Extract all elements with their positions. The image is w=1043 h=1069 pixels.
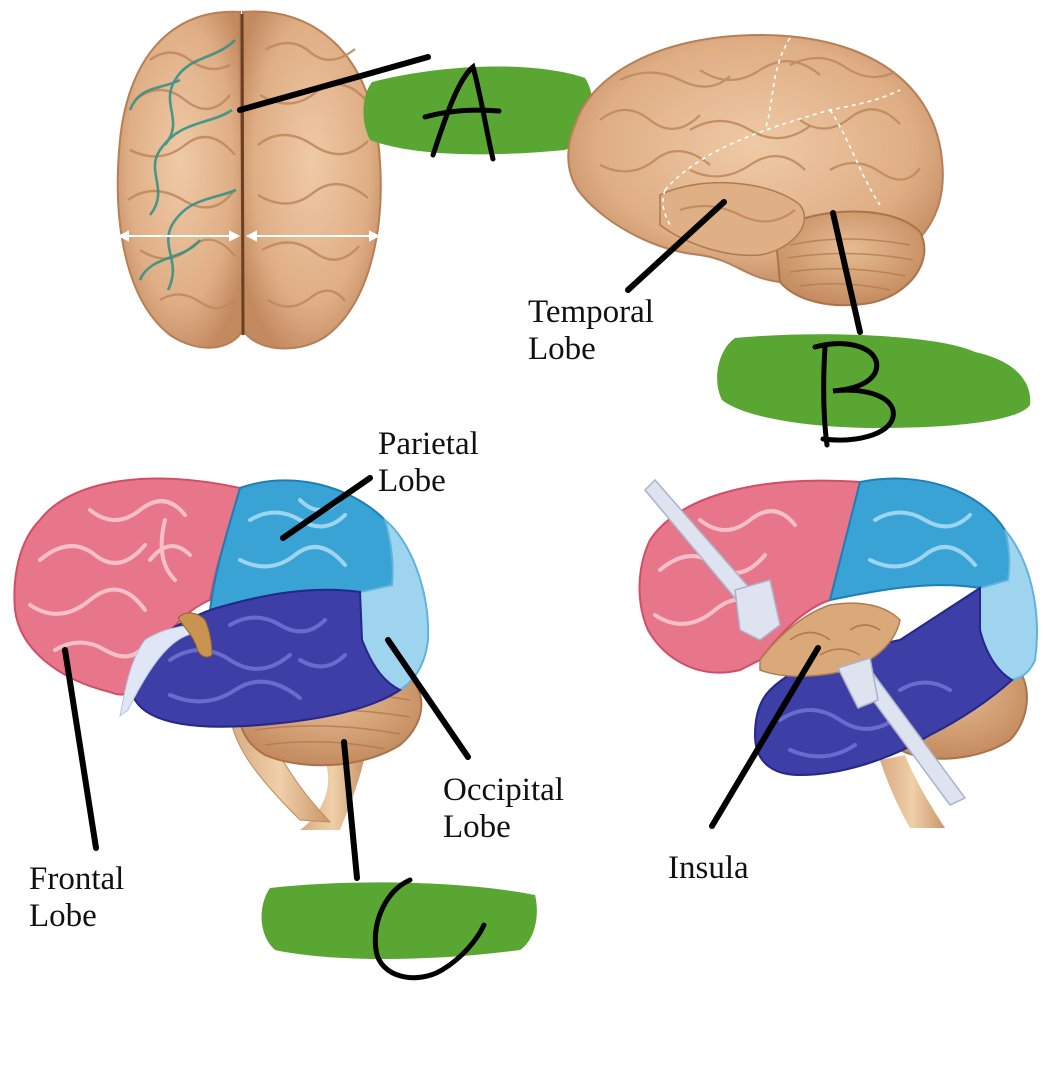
label-occipital-lobe: Occipital Lobe xyxy=(443,772,564,846)
label-parietal-line1: Parietal xyxy=(378,426,479,462)
label-insula: Insula xyxy=(668,850,749,886)
label-occipital-line2: Lobe xyxy=(443,809,511,845)
label-parietal-lobe: Parietal Lobe xyxy=(378,426,479,500)
lobes-diagram-right xyxy=(638,477,1038,828)
label-temporal-line1: Temporal xyxy=(528,294,654,330)
superior-view-brain xyxy=(116,10,382,350)
label-parietal-line2: Lobe xyxy=(378,463,446,499)
lobes-diagram-left xyxy=(13,477,430,830)
label-frontal-line1: Frontal xyxy=(29,861,125,897)
label-frontal-line2: Lobe xyxy=(29,898,97,934)
label-temporal-line2: Lobe xyxy=(528,331,596,367)
label-frontal-lobe: Frontal Lobe xyxy=(29,861,124,935)
label-temporal-lobe: Temporal Lobe xyxy=(528,294,654,368)
lateral-view-real-brain xyxy=(567,33,944,307)
label-occipital-line1: Occipital xyxy=(443,772,564,808)
